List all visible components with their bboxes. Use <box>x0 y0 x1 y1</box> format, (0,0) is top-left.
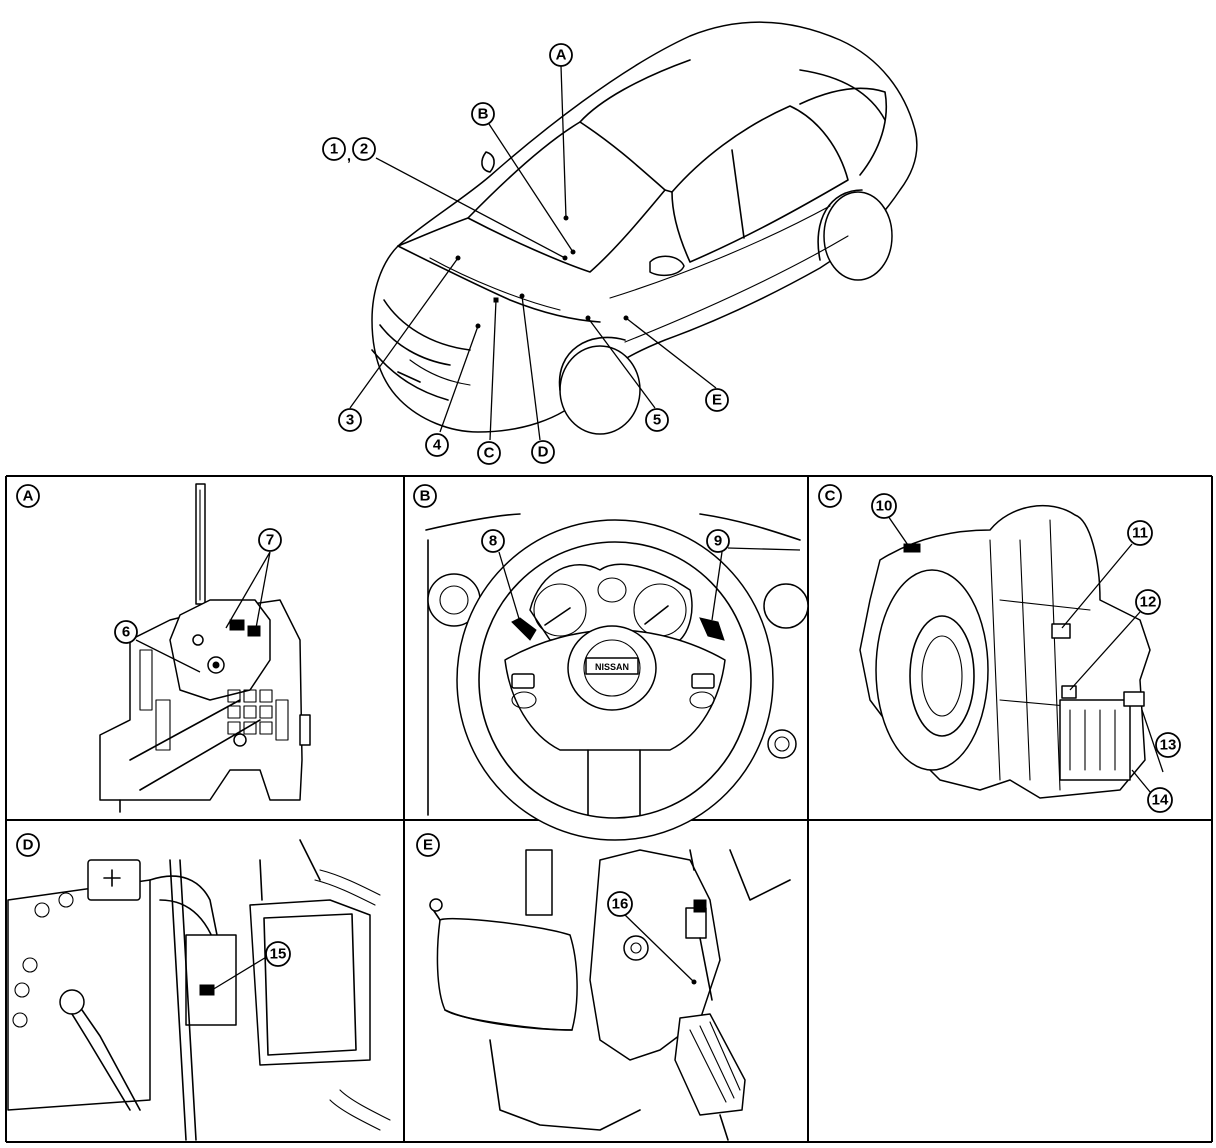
callout-13: 13 <box>1155 732 1181 758</box>
svg-text:6: 6 <box>122 624 130 641</box>
panel-E-letter: E <box>416 833 440 857</box>
panel-A-shift-selector: A 7 <box>16 483 311 813</box>
callout-8: 8 <box>481 529 505 553</box>
callout-2: 2 <box>352 137 376 161</box>
callout-10: 10 <box>871 493 897 519</box>
svg-text:7: 7 <box>266 532 274 549</box>
svg-text:3: 3 <box>346 412 354 429</box>
callout-3: 3 <box>338 408 362 432</box>
callout-A-overview: A <box>549 43 573 67</box>
overview-leaders <box>349 65 717 441</box>
svg-text:10: 10 <box>876 498 893 515</box>
svg-text:D: D <box>23 837 34 854</box>
svg-text:E: E <box>423 837 433 854</box>
svg-text:B: B <box>420 488 431 505</box>
svg-text:4: 4 <box>433 437 442 454</box>
svg-text:11: 11 <box>1132 525 1148 542</box>
panel-B-steering-wheel: B NISSAN <box>413 484 809 841</box>
callout-7: 7 <box>258 528 282 552</box>
callout-4: 4 <box>425 433 449 457</box>
callout-14: 14 <box>1147 787 1173 813</box>
svg-text:9: 9 <box>714 533 722 550</box>
callout-5: 5 <box>645 408 669 432</box>
panel-grid <box>5 475 1213 1143</box>
svg-text:8: 8 <box>489 533 497 550</box>
svg-text:12: 12 <box>1140 594 1157 611</box>
svg-text:E: E <box>712 392 722 409</box>
svg-text:B: B <box>478 106 489 123</box>
panel-A-letter: A <box>16 484 40 508</box>
vehicle-overview-illustration <box>371 21 918 435</box>
callout-separator: , <box>347 148 351 165</box>
svg-text:A: A <box>23 488 34 505</box>
svg-text:C: C <box>825 488 836 505</box>
callout-6: 6 <box>114 620 138 644</box>
callout-1: 1 <box>322 137 346 161</box>
steering-badge-text: NISSAN <box>595 662 629 672</box>
callout-11: 11 <box>1127 520 1153 546</box>
callout-C-overview: C <box>477 441 501 465</box>
callout-E-overview: E <box>705 388 729 412</box>
svg-text:2: 2 <box>360 141 368 158</box>
panel-D-engine-room: D <box>7 833 391 1141</box>
callout-12: 12 <box>1135 589 1161 615</box>
panel-D-letter: D <box>16 833 40 857</box>
callout-D-overview: D <box>531 440 555 464</box>
callout-B-overview: B <box>471 102 495 126</box>
svg-text:15: 15 <box>270 946 287 963</box>
svg-text:D: D <box>538 444 549 461</box>
svg-text:14: 14 <box>1152 792 1169 809</box>
panel-E-pedal-area: E 16 <box>416 833 791 1141</box>
callout-9: 9 <box>706 529 730 553</box>
callout-15: 15 <box>265 941 291 967</box>
svg-text:5: 5 <box>653 412 661 429</box>
panel-C-letter: C <box>818 484 842 508</box>
overview-callouts: A B 1 , 2 3 4 C D <box>322 43 729 465</box>
svg-text:C: C <box>484 445 495 462</box>
svg-text:1: 1 <box>330 141 338 158</box>
panel-B-letter: B <box>413 484 437 508</box>
svg-text:A: A <box>556 47 567 64</box>
panel-C-transaxle: C 10 <box>818 484 1181 813</box>
callout-16: 16 <box>607 891 633 917</box>
svg-text:13: 13 <box>1160 737 1177 754</box>
svg-text:16: 16 <box>612 896 629 913</box>
